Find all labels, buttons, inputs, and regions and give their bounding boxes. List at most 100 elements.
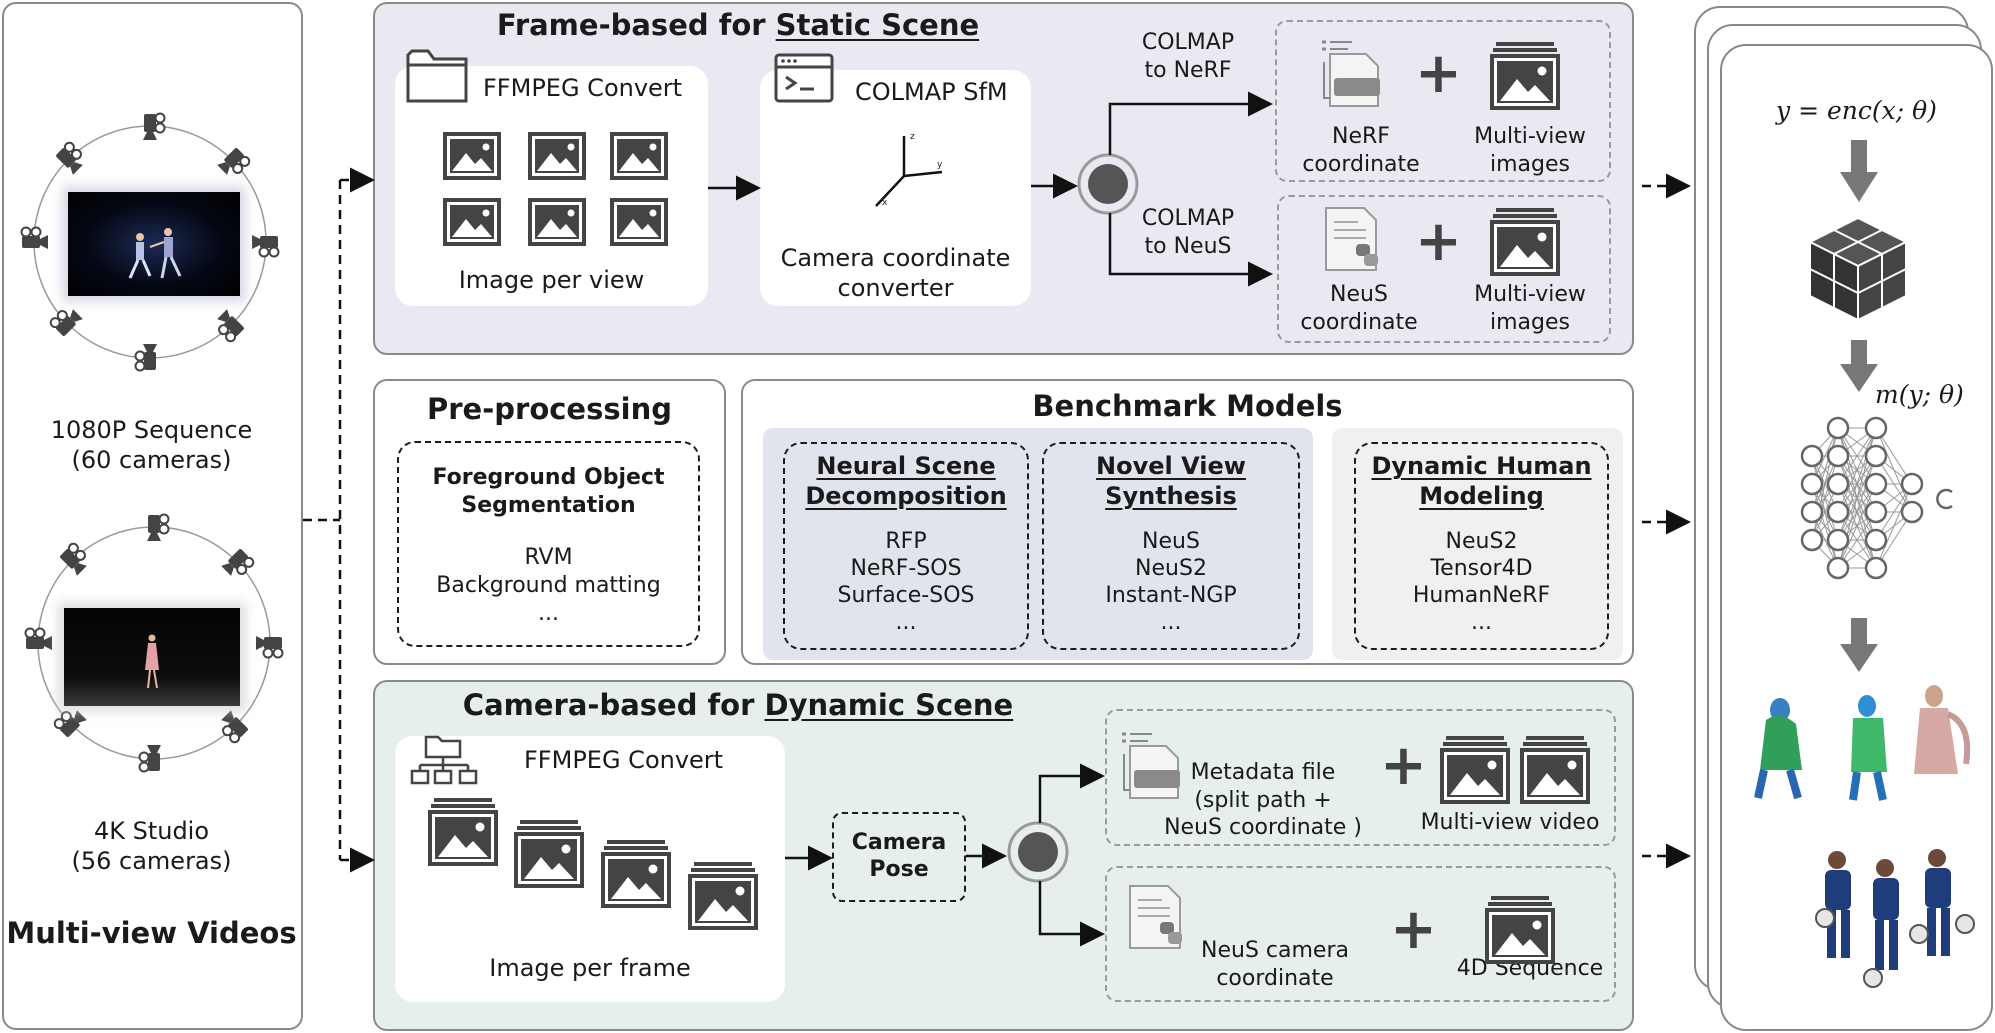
mlp-node	[1864, 500, 1888, 524]
camera-icon	[138, 745, 161, 773]
camera-pose-box	[832, 812, 966, 902]
ffmpeg-label-dynamic: FFMPEG Convert	[524, 746, 724, 774]
colmap-to-nerf-2: to NeRF	[1144, 58, 1232, 83]
ffmpeg-card-static	[395, 66, 708, 306]
camera-ring-icons	[20, 112, 284, 773]
mlp-node	[1864, 528, 1888, 552]
metadata-output-box	[1105, 709, 1616, 846]
metadata-line3: NeuS coordinate )	[1164, 815, 1362, 840]
axes-icon	[875, 136, 943, 207]
colmap-to-neus-1: COLMAP	[1141, 206, 1235, 231]
preproc-item-2: Background matting	[436, 573, 661, 598]
preprocessing-title: Pre-processing	[427, 392, 672, 426]
novel-view-item-3: Instant-NGP	[1105, 583, 1237, 608]
benchmark-title: Benchmark Models	[1032, 389, 1343, 423]
folder-icon	[406, 49, 468, 103]
camera-icon	[147, 513, 170, 541]
camera-pose-2: Pose	[869, 857, 929, 882]
dynamic-human-item-4: ...	[1471, 610, 1492, 635]
camera-icon	[60, 542, 87, 576]
json-file-icon	[1320, 40, 1382, 108]
novel-view-title-1: Novel View	[1096, 452, 1246, 480]
neus-camera-2: coordinate	[1216, 966, 1334, 991]
neural-scene-title-2: Decomposition	[805, 482, 1007, 510]
mlp-node	[1864, 472, 1888, 496]
camera-icon	[49, 309, 83, 336]
dynamic-human-item-1: NeuS2	[1445, 529, 1518, 554]
multi-view-video-icon-1	[1440, 736, 1510, 804]
novel-view-item-4: ...	[1160, 610, 1182, 635]
formula-m: m(y; θ)	[1875, 380, 1964, 409]
novel-view-title-2: Synthesis	[1105, 482, 1237, 510]
image-per-frame-caption: Image per frame	[489, 954, 691, 982]
hub-to-neus-arrow	[1108, 213, 1273, 287]
mlp-node	[1900, 472, 1924, 496]
ffmpeg-label-static: FFMPEG Convert	[483, 74, 683, 102]
colmap-sfm-label: COLMAP SfM	[855, 78, 1008, 106]
pipeline-down-arrows	[1840, 140, 1878, 672]
hub-to-neus-camera-arrow	[1038, 881, 1105, 947]
camera-icon	[53, 710, 87, 737]
mlp-node	[1864, 556, 1888, 580]
camera-icon	[24, 627, 52, 650]
formula-enc: y = enc(x; θ)	[1776, 96, 1937, 125]
dynamic-human-box	[1354, 442, 1609, 650]
neural-scene-box	[783, 442, 1029, 650]
neus-coord-2: coordinate	[1300, 310, 1418, 335]
metadata-line2: (split path +	[1194, 788, 1332, 813]
mv-images-neus-2: images	[1490, 310, 1570, 335]
novel-view-box	[1042, 442, 1300, 650]
multi-view-video-icon-2	[1520, 736, 1590, 804]
neural-scene-item-3: Surface-SOS	[837, 583, 975, 608]
mlp-node	[1800, 528, 1824, 552]
camera-icon	[217, 148, 251, 175]
video-thumb-1080p	[68, 192, 240, 296]
plus-sign-neus-camera: +	[1390, 897, 1437, 962]
novel-view-item-1: NeuS	[1142, 529, 1200, 554]
image-per-view-caption: Image per view	[458, 266, 645, 294]
mv-images-2: images	[1490, 152, 1570, 177]
neural-scene-item-2: NeRF-SOS	[850, 556, 962, 581]
segmentation-title-1: Foreground Object	[432, 465, 665, 490]
mlp-node	[1800, 444, 1824, 468]
preproc-item-1: RVM	[524, 545, 573, 570]
seq1-count: (60 cameras)	[71, 446, 232, 474]
camera-icon	[56, 141, 83, 175]
benchmark-group-bg-12	[763, 428, 1313, 660]
neural-scene-item-1: RFP	[885, 529, 927, 554]
mv-images-1: Multi-view	[1474, 124, 1586, 149]
mlp-node	[1826, 500, 1850, 524]
camera-icon	[134, 344, 157, 372]
mlp-node	[1800, 472, 1824, 496]
multi-view-videos-title: Multi-view Videos	[6, 916, 297, 950]
mlp-node	[1826, 528, 1850, 552]
dynamic-human-title-1: Dynamic Human	[1371, 452, 1592, 480]
metadata-line1: Metadata file	[1190, 760, 1336, 785]
seq1-label: 1080P Sequence	[50, 416, 253, 444]
terminal-icon	[774, 53, 834, 103]
dynamic-human-item-3: HumanNeRF	[1412, 583, 1551, 608]
converter-line1: Camera coordinate	[780, 244, 1011, 272]
camera-icon	[217, 309, 244, 343]
plus-sign-nerf: +	[1415, 41, 1462, 106]
plus-sign-neus: +	[1415, 209, 1462, 274]
camera-icon	[256, 636, 284, 659]
dynamic-human-title-2: Modeling	[1419, 482, 1544, 510]
file-tree-icon	[410, 735, 478, 785]
neural-scene-item-4: ...	[895, 610, 917, 635]
dynamic-human-item-2: Tensor4D	[1430, 556, 1533, 581]
axis-y-label: y	[937, 160, 943, 170]
mlp-network-icon	[1800, 416, 1953, 580]
hub-to-metadata-arrow	[1038, 763, 1105, 823]
image-grid-static	[443, 132, 668, 246]
dancer-figure	[145, 634, 159, 689]
mlp-node	[1900, 500, 1924, 524]
source-distribution-arrows	[303, 167, 375, 873]
mlp-node	[1800, 500, 1824, 524]
mlp-node	[1826, 472, 1850, 496]
output-arrows	[1642, 173, 1691, 869]
mlp-node	[1864, 416, 1888, 440]
mlp-node	[1826, 444, 1850, 468]
colmap-to-nerf-1: COLMAP	[1141, 30, 1235, 55]
